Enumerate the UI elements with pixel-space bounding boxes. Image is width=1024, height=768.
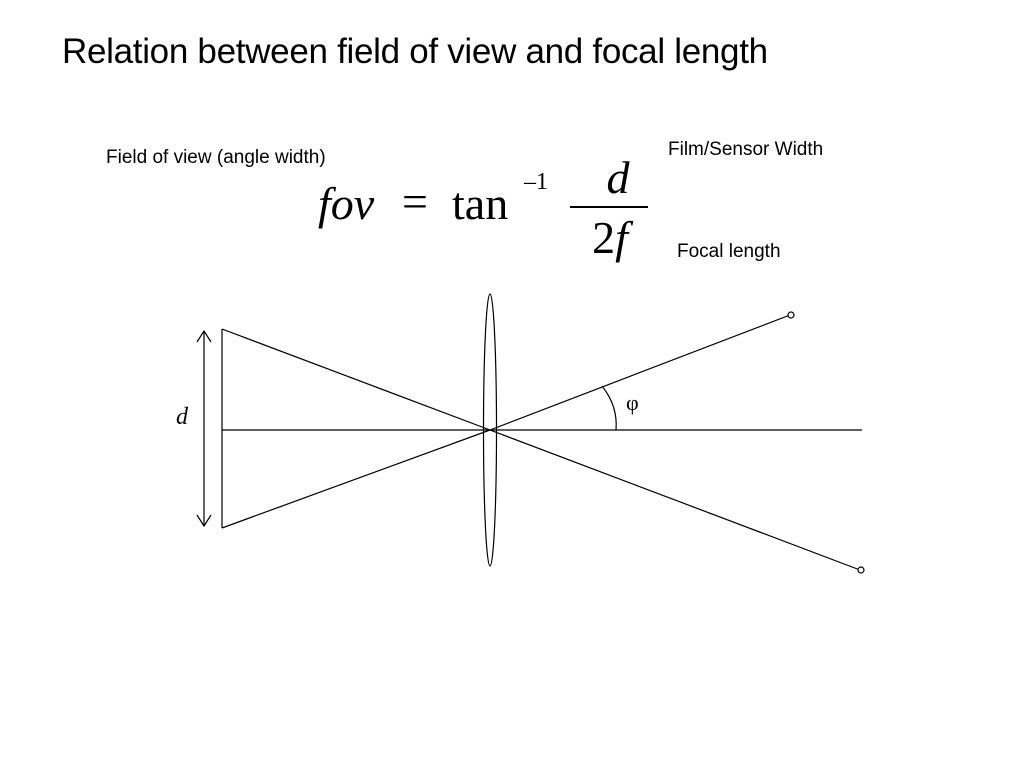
slide-title: Relation between field of view and focal…	[62, 32, 768, 71]
ray-endpoint-bottom	[857, 566, 865, 574]
ray-lower-exit	[489, 429, 861, 571]
formula-denominator: 2f	[570, 212, 650, 264]
formula-exponent: –1	[524, 169, 548, 195]
formula-denominator-coefficient: 2	[592, 212, 616, 263]
ray-upper-exit	[489, 314, 791, 431]
ray-top-to-center	[221, 328, 491, 431]
formula-lhs: fov	[318, 178, 375, 229]
sensor-width-symbol: d	[176, 404, 189, 430]
formula-equals: =	[402, 176, 428, 227]
fov-formula: fov = tan –1 d 2f	[312, 150, 664, 270]
angle-arc	[601, 385, 617, 431]
ray-endpoint-top	[787, 311, 795, 319]
field-of-view-label: Field of view (angle width)	[106, 147, 326, 168]
lens	[482, 293, 498, 567]
focal-length-label: Focal length	[677, 241, 781, 262]
formula-denominator-variable: f	[615, 212, 628, 263]
sensor-width-label: Film/Sensor Width	[668, 139, 824, 160]
formula-numerator: d	[606, 152, 630, 203]
formula-function: tan	[452, 178, 509, 229]
formula-fraction-bar	[570, 206, 648, 208]
ray-bottom-to-center	[221, 429, 491, 529]
dimension-arrow-bottom	[196, 514, 212, 528]
angle-symbol: φ	[626, 390, 639, 415]
dimension-arrow-top	[196, 329, 212, 343]
